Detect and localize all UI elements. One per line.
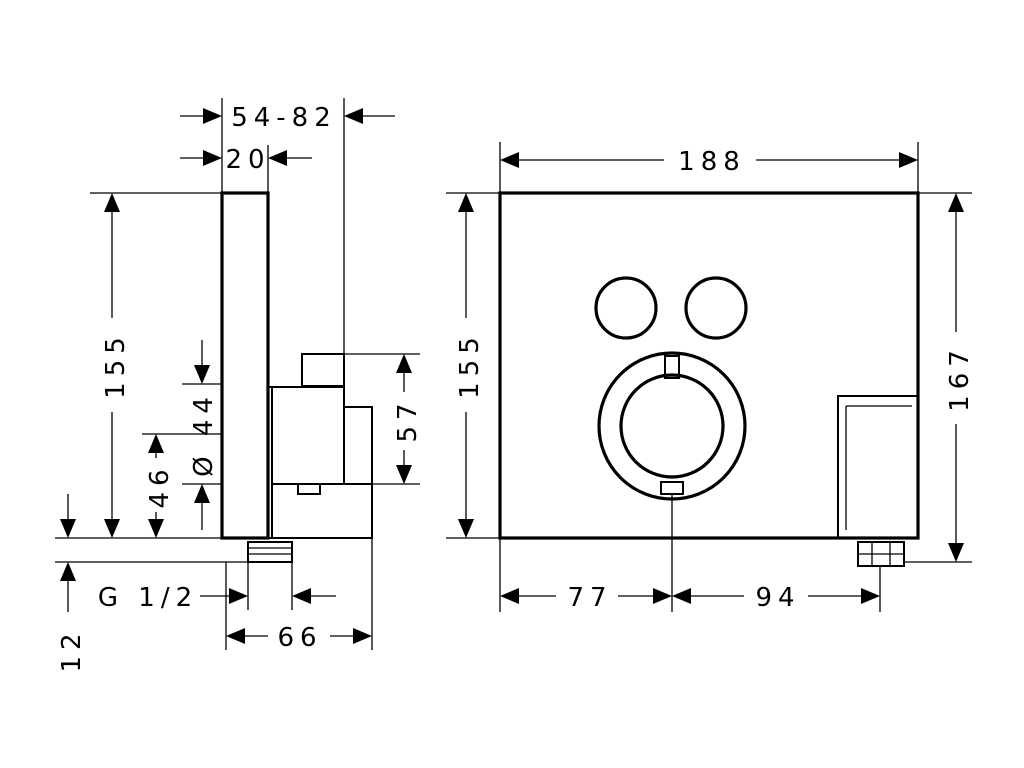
dim-44-arrow-bottom	[194, 484, 210, 503]
dim-167-label: 167	[945, 344, 975, 412]
dim-77-arrow-right	[653, 588, 672, 604]
dim-54-82-arrow-right	[344, 108, 363, 124]
dim-94-label: 94	[755, 583, 800, 613]
dim-44-label: Ø 44	[189, 391, 219, 477]
dim-155-side-arrow-bottom	[104, 519, 120, 538]
dim-57-arrow-top	[396, 354, 412, 373]
side-body-top	[301, 353, 345, 387]
dim-77-arrow-left	[500, 588, 519, 604]
front-cover-plate	[498, 191, 920, 540]
dim-66-arrow-left	[226, 628, 245, 644]
dim-155-front-label: 155	[455, 331, 485, 399]
dim-46-arrow-top	[148, 434, 164, 453]
side-body-lug	[297, 483, 321, 495]
front-knob-top-mark	[664, 355, 680, 379]
dim-188-arrow-left	[500, 152, 519, 168]
dim-12-label: 12	[57, 627, 87, 672]
dim-167-arrow-bottom	[948, 543, 964, 562]
dim-57-arrow-bottom	[396, 465, 412, 484]
dim-54-82-label: 54-82	[231, 103, 337, 133]
dim-44-arrow-top	[194, 365, 210, 384]
dim-20-arrow-right	[268, 150, 287, 166]
side-cover-plate	[220, 191, 270, 540]
dim-66-label: 66	[277, 623, 322, 653]
dim-167-arrow-top	[948, 193, 964, 212]
dim-46-arrow-bottom	[148, 519, 164, 538]
front-button-right	[684, 276, 748, 340]
front-view: 188 155 167 77 94	[446, 142, 975, 613]
dim-thread-label: G 1/2	[98, 583, 198, 613]
dim-46-label: 46	[145, 463, 175, 508]
dim-94-arrow-left	[672, 588, 691, 604]
front-knob-bottom-mark	[660, 481, 684, 495]
front-shower-holder	[837, 395, 919, 539]
dim-66-arrow-right	[353, 628, 372, 644]
dim-12-arrow-top	[60, 519, 76, 538]
dim-20-label: 20	[225, 145, 270, 175]
side-view: 54-82 20 155 Ø 44 46 57	[55, 98, 423, 673]
dim-155-front-arrow-bottom	[458, 519, 474, 538]
dim-77-label: 77	[567, 583, 612, 613]
dim-94-arrow-right	[861, 588, 880, 604]
front-button-left	[594, 276, 658, 340]
dim-188-label: 188	[678, 147, 746, 177]
dim-155-front-arrow-top	[458, 193, 474, 212]
side-body	[268, 386, 373, 539]
dim-20-arrow-left	[203, 150, 222, 166]
dim-155-side-arrow-top	[104, 193, 120, 212]
dim-12-arrow-bottom	[60, 562, 76, 581]
dim-54-82-arrow-left	[203, 108, 222, 124]
dim-thread-arrow-left	[229, 588, 248, 604]
dim-155-side-label: 155	[101, 331, 131, 399]
side-thread-fitting	[247, 541, 293, 563]
dim-188-arrow-right	[899, 152, 918, 168]
front-thermostat-knob	[619, 373, 725, 479]
dim-thread-arrow-right	[292, 588, 311, 604]
dim-57-label: 57	[393, 397, 423, 442]
